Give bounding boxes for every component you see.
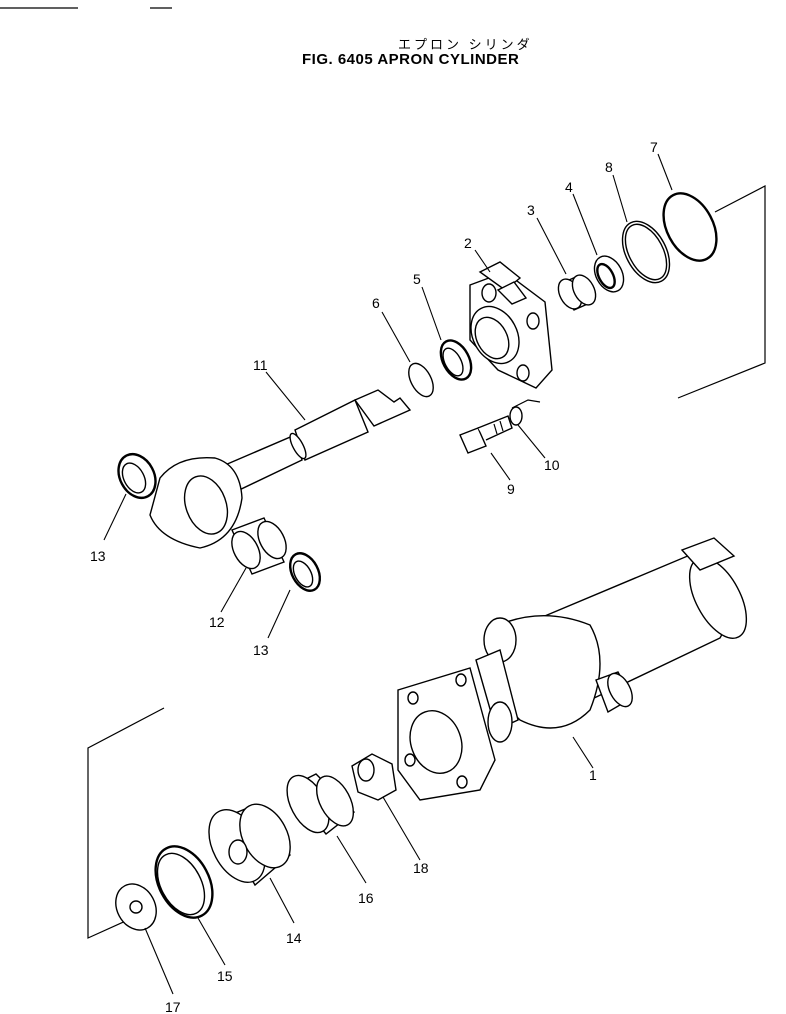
part-1-cylinder-body (397, 537, 748, 801)
part-14-piston (208, 803, 291, 887)
part-13-bearing-left (117, 452, 157, 500)
callout-16: 16 (358, 890, 374, 906)
callout-2: 2 (464, 235, 472, 251)
part-7-o-ring (662, 192, 718, 262)
part-8-backup-ring (621, 220, 671, 284)
callout-13a: 13 (90, 548, 106, 564)
part-2-cylinder-head (469, 261, 553, 389)
part-10-washer (509, 399, 541, 426)
leader-lines (103, 153, 673, 995)
callout-9: 9 (507, 481, 515, 497)
group-bracket-upper (677, 185, 766, 399)
callout-11: 11 (253, 357, 268, 373)
callout-18: 18 (413, 860, 429, 876)
callout-10: 10 (544, 457, 560, 473)
callout-8: 8 (605, 159, 613, 175)
callout-3: 3 (527, 202, 535, 218)
callout-1: 1 (589, 767, 597, 783)
callout-17: 17 (165, 999, 181, 1014)
part-3-bushing (557, 274, 597, 311)
callout-numbers: 1 2 3 4 5 6 7 8 9 10 11 12 13 13 14 15 1… (90, 139, 658, 1014)
part-16-wear-ring (286, 773, 356, 835)
part-4-wiper-ring (593, 255, 625, 293)
figure-subtitle: エプロン シリンダ (398, 37, 533, 52)
figure-title: FIG. 6405 APRON CYLINDER (302, 51, 520, 68)
part-17-washer (115, 883, 157, 931)
group-bracket-lower (87, 707, 165, 939)
part-18-nut (351, 753, 397, 801)
part-15-piston-seal (154, 845, 214, 919)
callout-14: 14 (286, 930, 302, 946)
part-13-bearing-right (288, 552, 322, 592)
callout-6: 6 (372, 295, 380, 311)
part-6-snap-ring (408, 362, 434, 398)
callout-13b: 13 (253, 642, 269, 658)
callout-15: 15 (217, 968, 233, 984)
part-9-bolt (459, 415, 513, 454)
part-11-piston-rod (149, 389, 412, 549)
callout-7: 7 (650, 139, 658, 155)
part-12-bushing (231, 517, 287, 575)
part-5-rod-seal (439, 339, 473, 381)
callout-5: 5 (413, 271, 421, 287)
callout-4: 4 (565, 179, 573, 195)
callout-12: 12 (209, 614, 225, 630)
